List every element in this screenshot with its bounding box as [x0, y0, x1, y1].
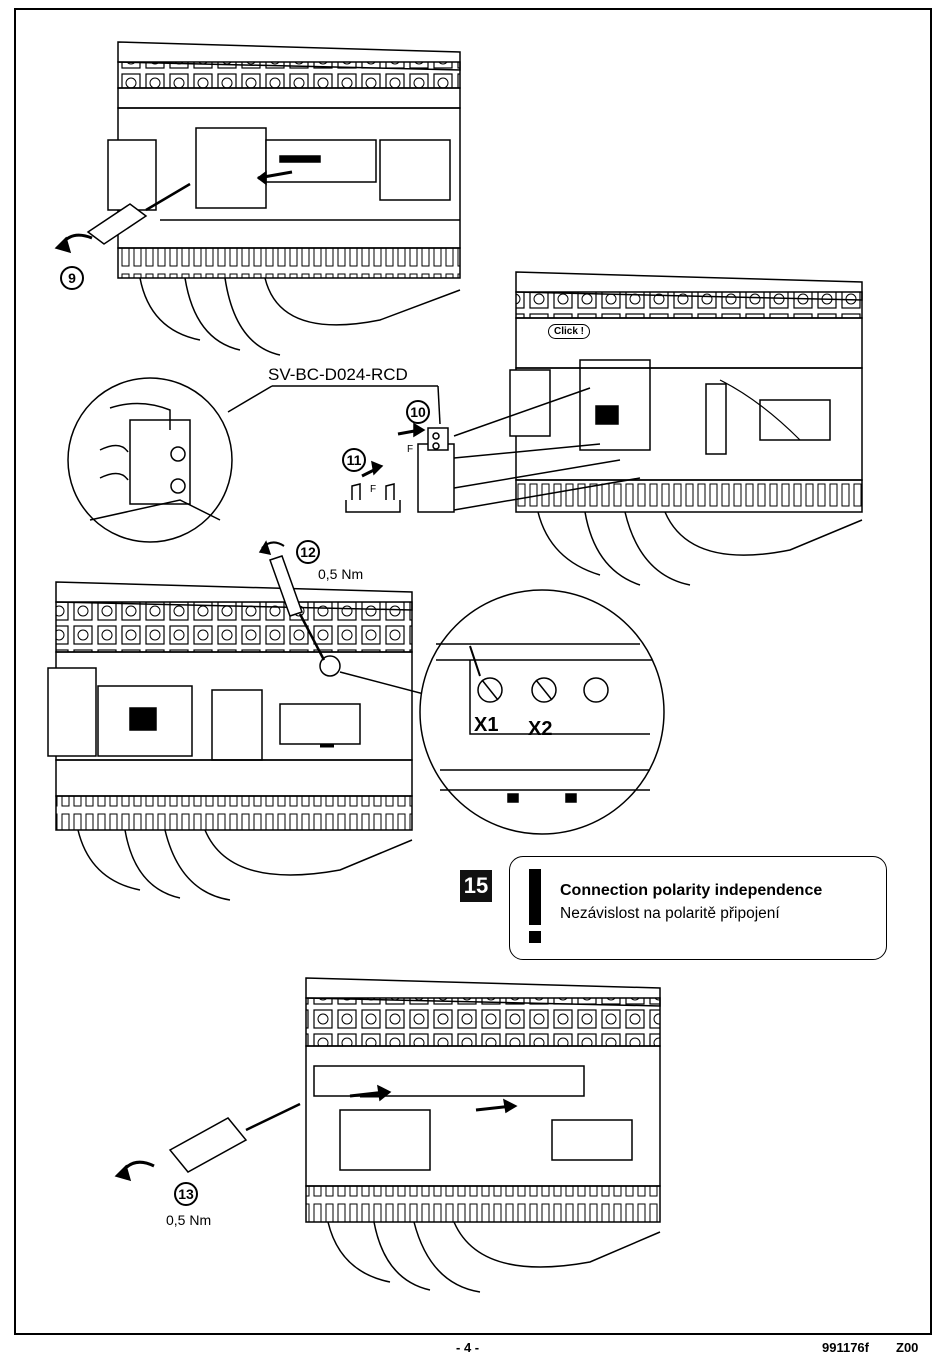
step-11-badge: 11 — [342, 448, 366, 472]
step-9-badge: 9 — [60, 266, 84, 290]
part-reference: SV-BC-D024-RCD — [268, 365, 408, 385]
zoom-detail-terminals — [420, 590, 664, 834]
breaker-step-9 — [56, 42, 460, 355]
zoom-detail-module — [68, 378, 440, 542]
insert-mark-module: F — [407, 444, 413, 455]
document-revision: Z00 — [896, 1340, 918, 1355]
breaker-step-12 — [48, 542, 462, 900]
click-callout: Click ! — [548, 324, 590, 339]
step-10-badge: 10 — [406, 400, 430, 424]
step-13-badge: 13 — [174, 1182, 198, 1206]
terminal-x2-label: X2 — [528, 718, 552, 741]
notice-box: Connection polarity independence Nezávis… — [509, 856, 887, 960]
terminal-x1-label: X1 — [474, 714, 498, 737]
breaker-step-13 — [116, 978, 660, 1292]
exclamation-icon — [526, 869, 544, 945]
page-number: - 4 - — [456, 1340, 479, 1355]
insert-mark-bridge: F — [370, 484, 376, 495]
step-12-badge: 12 — [296, 540, 320, 564]
document-code: 991176f — [822, 1340, 869, 1355]
torque-step-13: 0,5 Nm — [166, 1212, 211, 1228]
figure-number-badge: 15 — [460, 870, 492, 902]
breaker-step-10 — [346, 272, 862, 585]
torque-step-12: 0,5 Nm — [318, 566, 363, 582]
notice-title: Connection polarity independence — [560, 882, 822, 900]
notice-subtitle: Nezávislost na polaritě připojení — [560, 905, 780, 923]
